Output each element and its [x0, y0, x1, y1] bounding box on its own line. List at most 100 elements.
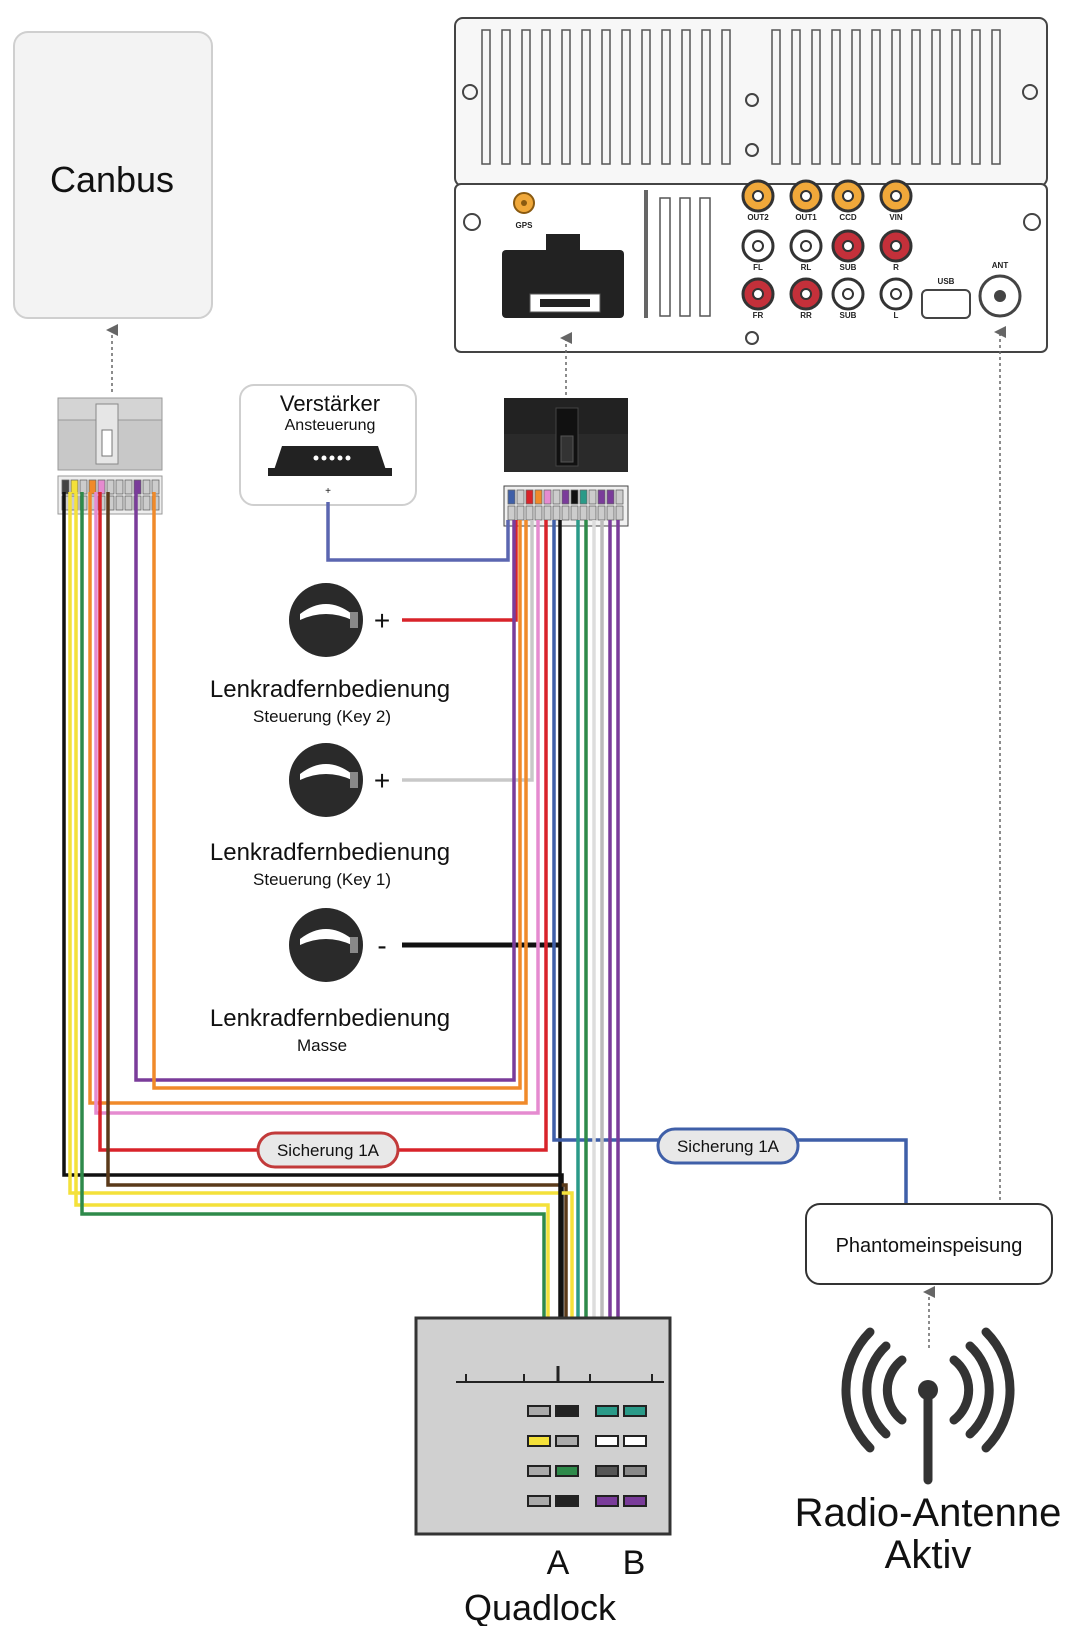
rca-jack-label: SUB: [840, 263, 857, 272]
connector-pin: [534, 489, 543, 505]
steering-subtitle: Masse: [297, 1036, 347, 1055]
connector-pin: [588, 489, 597, 505]
rca-jack-center: [890, 288, 902, 300]
wire-quad-black: [62, 492, 564, 1318]
cooling-fin: [501, 29, 511, 165]
wire-quad-green: [80, 492, 546, 1318]
steering-wheel-icon: [289, 583, 363, 657]
phantom-power-box: Phantomeinspeisung: [805, 1203, 1053, 1285]
connector-pin: [525, 505, 534, 521]
connector-pin: [88, 479, 97, 495]
gps-label: GPS: [516, 221, 534, 230]
vent-slot: [659, 197, 671, 317]
connector-pin: [615, 489, 624, 505]
connector-pin: [151, 479, 160, 495]
quadlock-slot: [555, 1435, 579, 1447]
steering-wheel-buttons: [350, 772, 358, 788]
amp-pin-label: +: [325, 486, 331, 497]
steering-wheel-buttons: [350, 937, 358, 953]
quadlock-slot: [527, 1465, 551, 1477]
rca-jack-label: L: [894, 311, 899, 320]
cooling-fin: [971, 29, 981, 165]
rca-jack-center: [890, 240, 902, 252]
quadlock-slot: [623, 1405, 647, 1417]
canbus-label: Canbus: [50, 159, 174, 200]
connector-pin: [142, 479, 151, 495]
connector-pin: [588, 505, 597, 521]
cooling-fin: [931, 29, 941, 165]
quadlock-section-a: A: [547, 1544, 570, 1582]
quadlock-slot: [623, 1435, 647, 1447]
cooling-fin: [991, 29, 1001, 165]
rca-jack-center: [890, 190, 902, 202]
amplifier-icon: [268, 446, 392, 476]
wire-steering-key2: [402, 520, 518, 622]
connector-pin: [561, 489, 570, 505]
vent-slot: [699, 197, 711, 317]
rca-jack-label: CCD: [839, 213, 857, 222]
quadlock-slot: [595, 1435, 619, 1447]
antenna-label-line1: Radio-Antenne: [795, 1491, 1062, 1535]
wire-canbus-red-a: [98, 492, 258, 1152]
fuse-left-label: Sicherung 1A: [277, 1141, 380, 1160]
fuse-left: Sicherung 1A: [256, 1131, 400, 1169]
fuse-right: Sicherung 1A: [656, 1127, 800, 1165]
quadlock-slot: [623, 1465, 647, 1477]
wire-canbus-orange: [152, 492, 522, 1090]
rca-jack-center: [842, 190, 854, 202]
rca-jack-center: [752, 190, 764, 202]
connector-pin: [79, 479, 88, 495]
wire-canbus-pink: [94, 492, 540, 1115]
steering-sign: +: [374, 765, 390, 796]
cooling-fin: [851, 29, 861, 165]
rca-jack-center: [800, 190, 812, 202]
cooling-fin: [721, 29, 731, 165]
cooling-fin: [621, 29, 631, 165]
connector-pin: [115, 479, 124, 495]
connector-pin: [570, 505, 579, 521]
connector-pin: [61, 479, 70, 495]
wire-canbus-orange2: [88, 492, 528, 1105]
steering-subtitle: Steuerung (Key 2): [253, 707, 391, 726]
connector-pin: [579, 505, 588, 521]
connector-pin: [561, 505, 570, 521]
cooling-fin: [601, 29, 611, 165]
connector-pin: [115, 495, 124, 511]
connector-pin: [606, 505, 615, 521]
rca-jack-label: FL: [753, 263, 763, 272]
connector-pin: [124, 479, 133, 495]
amplifier-control-box: Verstärker Ansteuerung +: [239, 384, 417, 506]
cooling-fin: [951, 29, 961, 165]
connector-pin: [606, 489, 615, 505]
connector-pin: [516, 505, 525, 521]
connector-pin: [597, 505, 606, 521]
connector-pin: [124, 495, 133, 511]
usb-label: USB: [938, 277, 955, 286]
connector-pin: [534, 505, 543, 521]
rca-jack-center: [800, 240, 812, 252]
fuse-right-label: Sicherung 1A: [677, 1137, 780, 1156]
amp-subtitle: Ansteuerung: [285, 417, 376, 434]
wire-quad-yellow: [68, 492, 574, 1318]
connector-pin: [552, 489, 561, 505]
steering-subtitle: Steuerung (Key 1): [253, 870, 391, 889]
wire-iso-blue-b: [798, 1138, 908, 1204]
cooling-fin: [831, 29, 841, 165]
steering-title: Lenkradfernbedienung: [210, 1005, 450, 1032]
steering-sign: +: [374, 605, 390, 636]
rca-jack-label: FR: [753, 311, 764, 320]
steering-wheel-icon: [289, 908, 363, 982]
cooling-fin: [891, 29, 901, 165]
iso-connector: [503, 398, 629, 527]
wire-canbus-purple: [134, 492, 516, 1082]
connector-pin: [70, 479, 79, 495]
cooling-fin: [581, 29, 591, 165]
quadlock-connector: [414, 1316, 672, 1536]
connector-pin: [106, 479, 115, 495]
steering-wheel-highlight: [300, 764, 352, 780]
wire-steering-key1: [402, 520, 534, 782]
ant-label: ANT: [992, 261, 1009, 270]
